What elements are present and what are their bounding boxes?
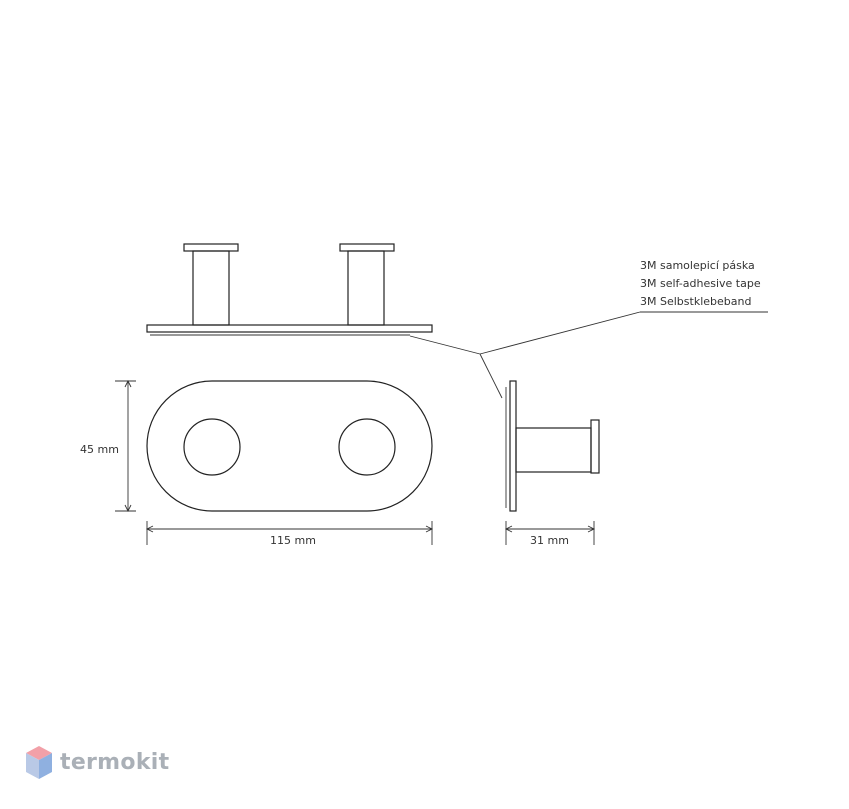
callout-line-cs: 3M samolepicí páska bbox=[640, 259, 755, 272]
brand-logo-text: termokit bbox=[60, 750, 170, 775]
left-hook-stem bbox=[192, 250, 230, 326]
right-hook-stem bbox=[347, 250, 385, 326]
width-label: 115 mm bbox=[270, 534, 316, 547]
left-hook-cap bbox=[183, 243, 239, 252]
callout-line-en: 3M self-adhesive tape bbox=[640, 277, 761, 290]
front-view bbox=[146, 380, 433, 512]
height-label: 45 mm bbox=[80, 443, 119, 456]
side-hook-cap bbox=[590, 419, 600, 474]
depth-dimension bbox=[504, 521, 596, 545]
callout-leader bbox=[409, 311, 768, 399]
side-view bbox=[505, 380, 600, 512]
left-hook-circle bbox=[183, 418, 241, 476]
side-base-plate bbox=[509, 380, 517, 512]
termokit-cube-icon bbox=[26, 746, 52, 779]
right-hook-circle bbox=[338, 418, 396, 476]
depth-label: 31 mm bbox=[530, 534, 569, 547]
base-plate-top-view bbox=[146, 324, 433, 333]
callout-line-de: 3M Selbstklebeband bbox=[640, 295, 751, 308]
rounded-base-plate bbox=[146, 380, 433, 512]
side-hook-stem bbox=[515, 427, 592, 473]
height-dimension bbox=[115, 379, 136, 513]
top-view bbox=[146, 243, 433, 336]
width-dimension bbox=[145, 521, 434, 545]
right-hook-cap bbox=[339, 243, 395, 252]
